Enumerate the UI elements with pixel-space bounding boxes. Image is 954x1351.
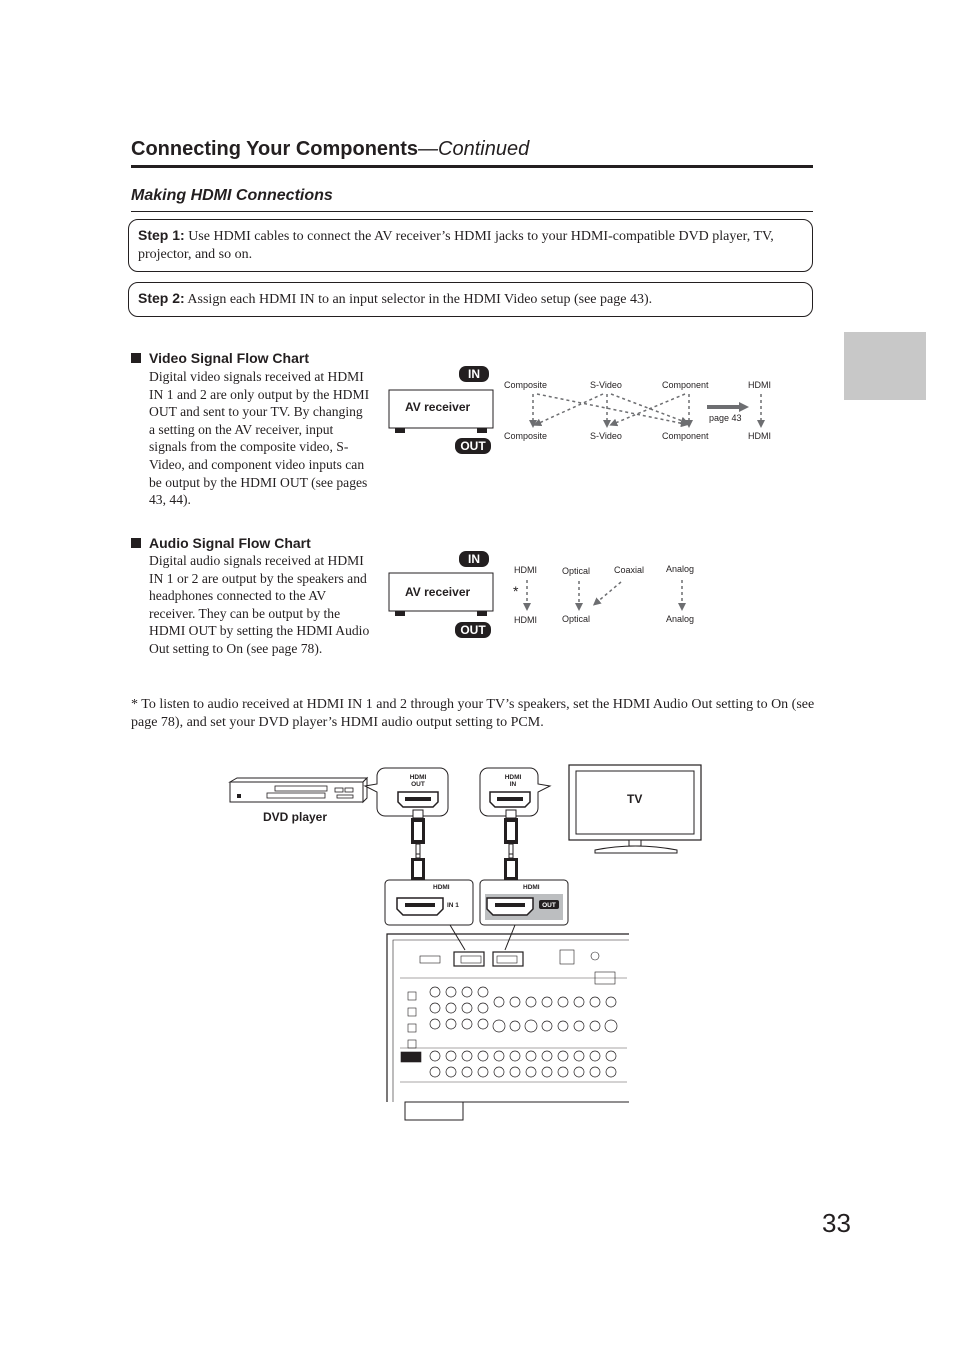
out-badge-text: OUT (460, 623, 486, 637)
video-output-svideo: S-Video (590, 431, 622, 441)
receiver-foot-left (395, 428, 405, 433)
in-badge-text: IN (468, 552, 480, 566)
bullet-square-icon (131, 538, 141, 548)
video-output-component: Component (662, 431, 709, 441)
audio-flow-body: Digital audio signals received at HDMI I… (149, 553, 370, 656)
audio-input-coaxial: Coaxial (614, 565, 644, 575)
section-title: Making HDMI Connections (131, 187, 333, 204)
receiver-out-sub: OUT (542, 902, 556, 909)
side-tab-marker (844, 332, 926, 400)
av-receiver-box (388, 389, 494, 429)
hdmi-port-pins (495, 903, 525, 907)
page-header-title: Connecting Your Components—Continued (131, 138, 529, 161)
video-flow-diagram: IN AV receiver OUT Composite S-Video Com… (388, 366, 771, 454)
asterisk-mark: * (513, 583, 519, 599)
receiver-foot-right (477, 428, 487, 433)
dvd-player-label: DVD player (263, 810, 327, 824)
av-receiver-label: AV receiver (405, 585, 470, 599)
receiver-foot-right (477, 611, 487, 616)
hdmi-port-pins (405, 903, 435, 907)
video-flow-heading-text: Video Signal Flow Chart (149, 350, 309, 366)
footnote: * To listen to audio received at HDMI IN… (131, 697, 815, 730)
hdmi-cable-2 (504, 809, 518, 880)
in-badge (459, 551, 489, 567)
video-output-composite: Composite (504, 431, 547, 441)
audio-output-hdmi: HDMI (514, 615, 537, 625)
step-1-text: Use HDMI cables to connect the AV receiv… (138, 229, 774, 262)
audio-flow-heading: Audio Signal Flow Chart (131, 535, 311, 551)
bullet-square-icon (131, 353, 141, 363)
dvd-player-icon (228, 776, 369, 804)
hdmi-connection-diagram: DVD player HDMI OUT HDMI IN TV HDMI (228, 764, 702, 1121)
tv-icon (568, 764, 702, 854)
audio-output-optical: Optical (562, 614, 590, 624)
step-2-label: Step 2: (138, 290, 185, 306)
video-input-svideo: S-Video (590, 380, 622, 390)
av-receiver-box (388, 572, 494, 612)
video-flow-body: Digital video signals received at HDMI I… (149, 369, 370, 508)
video-input-component: Component (662, 380, 709, 390)
av-receiver-label: AV receiver (405, 400, 470, 414)
audio-input-hdmi: HDMI (514, 565, 537, 575)
step-1-label: Step 1: (138, 227, 185, 243)
tv-port-label-1: HDMI (505, 774, 522, 781)
page-ref-arrowhead-icon (739, 402, 749, 412)
section-rule (131, 211, 813, 212)
header-rule (131, 165, 813, 168)
flow-arrow (536, 393, 689, 428)
video-output-hdmi: HDMI (748, 431, 771, 441)
video-flow-heading: Video Signal Flow Chart (131, 350, 309, 366)
dvd-port-label-1: HDMI (410, 774, 427, 781)
receiver-out-label: HDMI (523, 884, 540, 891)
audio-input-optical: Optical (562, 566, 590, 576)
callout-pointer (504, 924, 516, 951)
video-input-composite: Composite (504, 380, 547, 390)
dvd-port-label-2: OUT (411, 781, 425, 788)
out-badge (455, 622, 491, 638)
flow-arrow (610, 393, 689, 425)
out-badge-small (539, 900, 559, 909)
callout-pointer (449, 924, 466, 951)
hdmi-cable-1 (411, 809, 425, 880)
audio-flow-diagram: IN AV receiver OUT HDMI Optical Coaxial … (388, 551, 694, 638)
page-ref-label: page 43 (709, 413, 742, 423)
out-badge (455, 438, 491, 454)
header-title-suffix: —Continued (418, 138, 530, 160)
out-badge-text: OUT (460, 439, 486, 453)
hdmi-port-pins (497, 797, 523, 801)
audio-flow-heading-text: Audio Signal Flow Chart (149, 535, 311, 551)
header-title-text: Connecting Your Components (131, 138, 419, 160)
receiver-in-sub: IN 1 (447, 902, 459, 909)
receiver-foot-left (395, 611, 405, 616)
step-2-box: Step 2: Assign each HDMI IN to an input … (128, 282, 813, 317)
page-number: 33 (822, 1208, 851, 1238)
in-badge (459, 366, 489, 382)
receiver-rear-panel-icon (386, 933, 629, 1121)
step-1-box: Step 1: Use HDMI cables to connect the A… (128, 219, 813, 272)
step-2-text: Assign each HDMI IN to an input selector… (187, 292, 653, 307)
tv-label: TV (627, 792, 642, 806)
receiver-in-label: HDMI (433, 884, 450, 891)
flow-arrow (533, 393, 604, 426)
flow-arrow (592, 581, 622, 606)
hdmi-port-pins (405, 797, 431, 801)
in-badge-text: IN (468, 367, 480, 381)
audio-input-analog: Analog (666, 564, 694, 574)
tv-port-label-2: IN (510, 781, 517, 788)
video-input-hdmi: HDMI (748, 380, 771, 390)
flow-arrow (609, 393, 686, 427)
audio-output-analog: Analog (666, 614, 694, 624)
